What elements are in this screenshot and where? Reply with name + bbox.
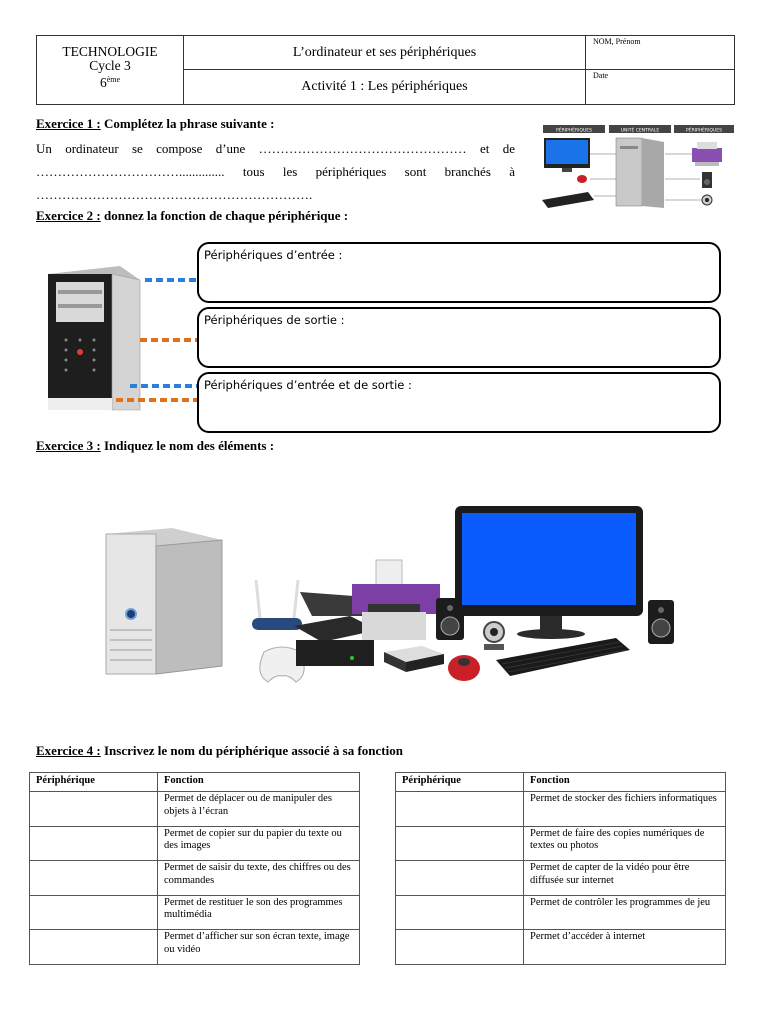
function-cell: Permet de déplacer ou de manipuler des o… bbox=[157, 791, 360, 827]
table-row: Permet de stocker des fichiers informati… bbox=[395, 791, 726, 827]
table-row: Permet de saisir du texte, des chiffres … bbox=[29, 860, 360, 896]
subject: TECHNOLOGIE bbox=[62, 44, 158, 59]
table-row: Permet d’afficher sur son écran texte, i… bbox=[29, 929, 360, 965]
ex1-heading: Exercice 1 : Complétez la phrase suivant… bbox=[36, 116, 275, 131]
table-row: Permet de copier sur du papier du texte … bbox=[29, 825, 360, 861]
answer-cell[interactable] bbox=[29, 929, 158, 965]
keyboard-image bbox=[496, 638, 630, 676]
answer-cell[interactable] bbox=[29, 791, 158, 827]
function-cell: Permet d’afficher sur son écran texte, i… bbox=[157, 929, 360, 965]
answer-cell[interactable] bbox=[395, 894, 524, 930]
function-cell: Permet de contrôler les programmes de je… bbox=[523, 894, 726, 930]
subject-cell: TECHNOLOGIE Cycle 3 6ème bbox=[37, 36, 184, 104]
function-cell: Permet de stocker des fichiers informati… bbox=[523, 791, 726, 827]
peripherals-illustration bbox=[105, 506, 674, 683]
function-cell: Permet de copier sur du papier du texte … bbox=[157, 825, 360, 861]
io-peripherals-label: Périphériques d’entrée et de sortie : bbox=[204, 378, 412, 392]
answer-cell[interactable] bbox=[29, 825, 158, 861]
speaker-right-image bbox=[648, 600, 674, 644]
table-row: Permet de contrôler les programmes de je… bbox=[395, 894, 726, 930]
answer-cell[interactable] bbox=[395, 929, 524, 965]
webcam-image bbox=[483, 621, 505, 650]
io-peripherals-box[interactable]: Périphériques d’entrée et de sortie : bbox=[197, 372, 721, 433]
grade: 6ème bbox=[99, 75, 121, 90]
input-peripherals-label: Périphériques d’entrée : bbox=[204, 248, 343, 262]
answer-cell[interactable] bbox=[395, 791, 524, 827]
ex2-heading: Exercice 2 : donnez la fonction de chaqu… bbox=[36, 208, 349, 223]
connection-diagram: PÉRIPHÉRIQUES UNITÉ CENTRALE PÉRIPHÉRIQU… bbox=[542, 125, 734, 208]
col-peripheral: Périphérique bbox=[29, 772, 158, 792]
function-cell: Permet de faire des copies numériques de… bbox=[523, 825, 726, 861]
table-row: Permet de faire des copies numériques de… bbox=[395, 825, 726, 861]
function-cell: Permet d’accéder à internet bbox=[523, 929, 726, 965]
answer-cell[interactable] bbox=[395, 825, 524, 861]
function-cell: Permet de saisir du texte, des chiffres … bbox=[157, 860, 360, 896]
table-row: Permet de capter de la vidéo pour être d… bbox=[395, 860, 726, 896]
pc-tower-image bbox=[105, 528, 223, 675]
name-field[interactable]: NOM, Prénom bbox=[586, 36, 734, 70]
function-cell: Permet de restituer le son des programme… bbox=[157, 894, 360, 930]
table-row: Permet de déplacer ou de manipuler des o… bbox=[29, 791, 360, 827]
header-table: TECHNOLOGIE Cycle 3 6ème L’ordinateur et… bbox=[36, 35, 735, 105]
ex4-heading: Exercice 4 : Inscrivez le nom du périphé… bbox=[36, 743, 403, 758]
output-peripherals-label: Périphériques de sortie : bbox=[204, 313, 345, 327]
svg-text:UNITÉ CENTRALE: UNITÉ CENTRALE bbox=[621, 126, 660, 134]
table-row: Permet de restituer le son des programme… bbox=[29, 894, 360, 930]
date-field[interactable]: Date bbox=[593, 71, 609, 80]
peripheral-table-right: Périphérique Fonction Permet de stocker … bbox=[395, 772, 726, 965]
function-cell: Permet de capter de la vidéo pour être d… bbox=[523, 860, 726, 896]
media-box-image bbox=[384, 646, 444, 672]
cycle: Cycle 3 bbox=[89, 58, 131, 73]
ex1-sentence[interactable]: Un ordinateur se compose d’une ………………………… bbox=[36, 141, 515, 202]
page-title: L’ordinateur et ses périphériques bbox=[184, 36, 586, 70]
router-image bbox=[252, 579, 302, 630]
input-peripherals-box[interactable]: Périphériques d’entrée : bbox=[197, 242, 721, 303]
scanner-image bbox=[294, 592, 378, 666]
ex3-heading: Exercice 3 : Indiquez le nom des élément… bbox=[36, 438, 275, 453]
computer-tower-diagram bbox=[48, 266, 198, 411]
printer-image bbox=[352, 559, 440, 640]
svg-text:PÉRIPHÉRIQUES: PÉRIPHÉRIQUES bbox=[686, 126, 722, 134]
monitor-image bbox=[455, 506, 643, 639]
peripheral-table-left: Périphérique Fonction Permet de déplacer… bbox=[29, 772, 360, 965]
table-row: Permet d’accéder à internet bbox=[395, 929, 726, 965]
activity-title: Activité 1 : Les périphériques bbox=[184, 70, 586, 104]
col-function: Fonction bbox=[157, 772, 360, 792]
col-function: Fonction bbox=[523, 772, 726, 792]
answer-cell[interactable] bbox=[29, 894, 158, 930]
answer-cell[interactable] bbox=[29, 860, 158, 896]
answer-cell[interactable] bbox=[395, 860, 524, 896]
col-peripheral: Périphérique bbox=[395, 772, 524, 792]
mouse-image bbox=[448, 655, 480, 681]
output-peripherals-box[interactable]: Périphériques de sortie : bbox=[197, 307, 721, 368]
svg-text:PÉRIPHÉRIQUES: PÉRIPHÉRIQUES bbox=[556, 126, 592, 134]
